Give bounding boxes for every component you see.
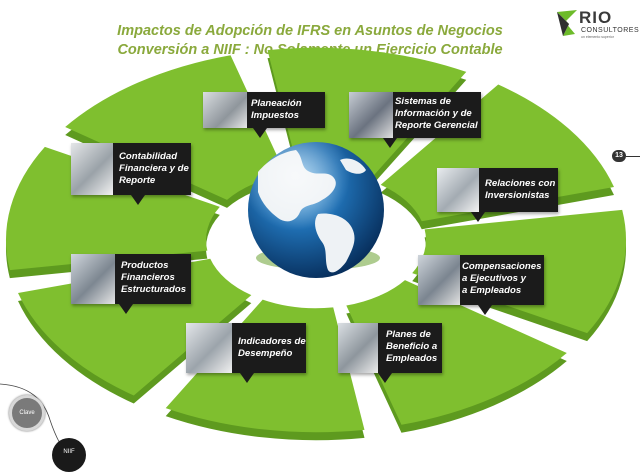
nav-niif-button[interactable]: NIIF xyxy=(52,438,86,472)
box-contabilidad-financiera: Contabilidad Financiera y de Reporte xyxy=(71,143,191,205)
box-compensaciones-ejecutivos: Compensaciones a Ejecutivos y a Empleado… xyxy=(418,255,544,315)
box-planeacion-impuestos: Planeación Impuestos xyxy=(203,92,325,138)
wedge-8 xyxy=(65,55,286,200)
logo-name: RIO xyxy=(579,8,613,27)
label-planeacion: Planeación Impuestos xyxy=(251,98,302,121)
page-number-line xyxy=(626,155,640,157)
box-indicadores-desempeno: Indicadores de Desempeño xyxy=(186,323,306,383)
box-sistemas-informacion: Sistemas de Información y de Reporte Ger… xyxy=(349,92,481,148)
title-line-1: Impactos de Adopción de IFRS en Asuntos … xyxy=(117,23,503,39)
label-sistemas: Sistemas de Información y de Reporte Ger… xyxy=(395,96,478,131)
label-compensaciones: Compensaciones a Ejecutivos y a Empleado… xyxy=(462,261,542,296)
page-number: 13 xyxy=(612,150,626,162)
wedge-4 xyxy=(346,280,567,425)
logo-subtitle: CONSULTORES xyxy=(581,27,640,34)
logo-tagline: un elemento superior xyxy=(581,35,614,39)
label-planes: Planes de Beneficio a Empleados xyxy=(386,329,438,364)
pointer-indicadores xyxy=(240,373,254,383)
company-logo: RIO CONSULTORES un elemento superior xyxy=(555,6,639,40)
globe-icon xyxy=(248,142,384,278)
photo-sistemas xyxy=(349,92,393,138)
photo-indicadores xyxy=(186,323,232,373)
box-productos-financieros: Productos Financieros Estructurados xyxy=(71,254,191,314)
photo-contabilidad xyxy=(71,143,113,195)
pointer-productos xyxy=(119,304,133,314)
photo-planeacion xyxy=(203,92,247,128)
pointer-compensaciones xyxy=(478,305,492,315)
photo-compensaciones xyxy=(418,255,460,305)
box-relaciones-inversionistas: Relaciones con Inversionistas xyxy=(437,168,558,222)
photo-productos xyxy=(71,254,115,304)
pointer-planes xyxy=(378,373,392,383)
photo-relaciones xyxy=(437,168,479,212)
box-planes-beneficio: Planes de Beneficio a Empleados xyxy=(338,323,442,383)
wedge-7 xyxy=(5,146,220,271)
label-contabilidad: Contabilidad Financiera y de Reporte xyxy=(119,151,189,186)
logo-swoosh-icon xyxy=(557,10,577,36)
label-relaciones: Relaciones con Inversionistas xyxy=(485,178,556,201)
pointer-sistemas xyxy=(383,138,397,148)
photo-planes xyxy=(338,323,378,373)
pointer-planeacion xyxy=(253,128,267,138)
nav-clave-button[interactable]: Clave xyxy=(9,395,45,431)
label-productos: Productos Financieros Estructurados xyxy=(121,260,187,295)
label-indicadores: Indicadores de Desempeño xyxy=(238,336,306,359)
pointer-contabilidad xyxy=(131,195,145,205)
pointer-relaciones xyxy=(471,212,485,222)
